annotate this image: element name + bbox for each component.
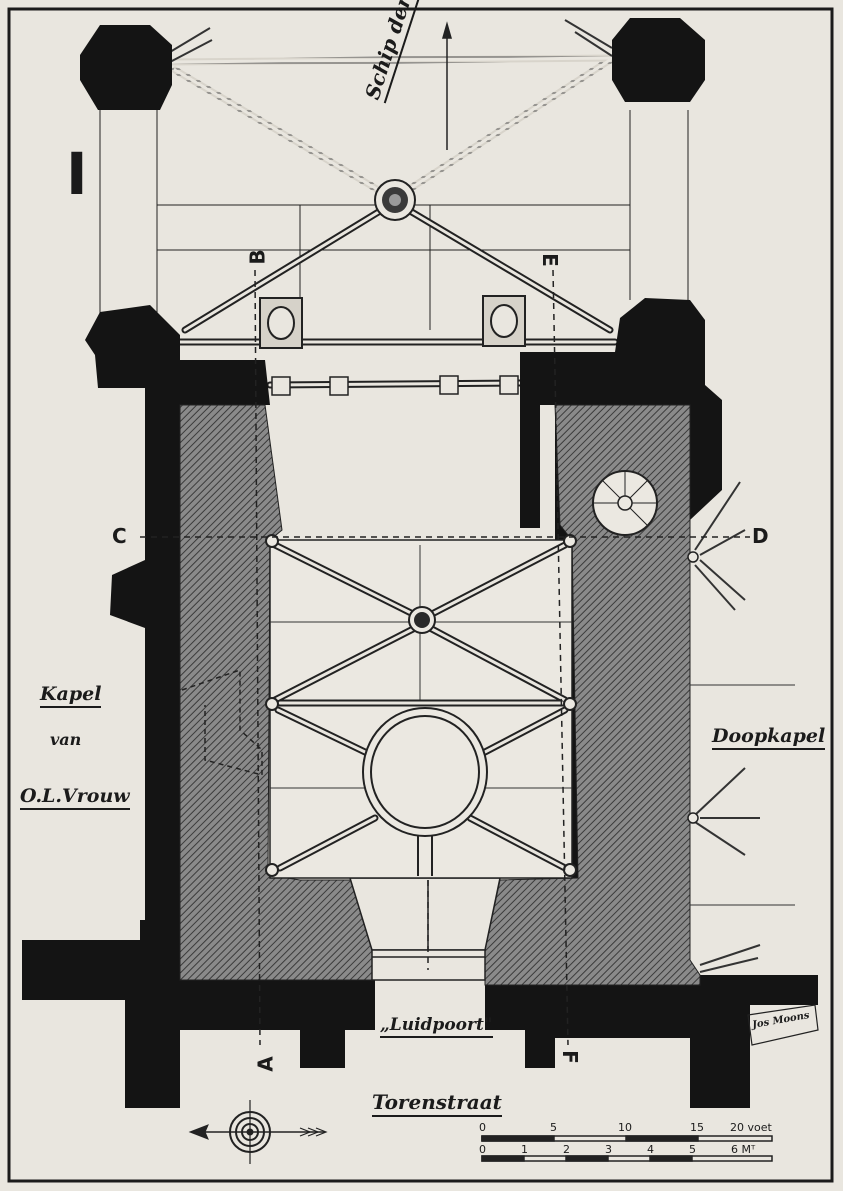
- rib-springers: [265, 534, 577, 877]
- scale-m-5: 5: [689, 1143, 696, 1156]
- section-mark-a: A: [253, 1056, 278, 1072]
- plate-number: I: [66, 140, 88, 208]
- chapel-label-line2: van: [50, 730, 82, 749]
- scale-feet-5: 5: [550, 1121, 557, 1134]
- street-label: Torenstraat: [372, 1090, 502, 1117]
- scale-m-1: 1: [521, 1143, 528, 1156]
- scale-m-2: 2: [563, 1143, 570, 1156]
- section-mark-c: C: [112, 524, 127, 548]
- signature-mark: [747, 1004, 819, 1046]
- section-lines: [140, 269, 750, 1046]
- luidpoort-label: „Luidpoort": [380, 1015, 493, 1038]
- scale-feet-0: 0: [479, 1121, 486, 1134]
- rib-connectors: [271, 375, 519, 396]
- scale-feet-15: 15: [690, 1121, 704, 1134]
- scale-feet-20: 20 voet: [730, 1121, 772, 1134]
- bell-opening: [362, 707, 488, 876]
- scale-bars: [481, 1135, 773, 1162]
- staircase-icon: [592, 470, 658, 536]
- side-rib-stubs: [694, 481, 761, 973]
- outer-frame: [7, 7, 834, 1183]
- scale-m-6: 6 Mᵀ: [731, 1143, 756, 1156]
- scale-m-4: 4: [647, 1143, 654, 1156]
- nave-boss-icon: [374, 179, 416, 221]
- scale-m-3: 3: [605, 1143, 612, 1156]
- chapel-label-line3: O.L.Vrouw: [20, 785, 130, 810]
- section-mark-d: D: [752, 524, 769, 548]
- scale-feet-10: 10: [618, 1121, 632, 1134]
- chapel-label-line1: Kapel: [40, 683, 102, 708]
- section-mark-f: F: [557, 1050, 582, 1064]
- chapel-dashed-outline: [181, 668, 263, 776]
- tower-boss-icon: [408, 606, 436, 634]
- luidpoort-passage: [348, 877, 501, 981]
- section-mark-b: B: [245, 249, 270, 265]
- north-arrow-icon: [188, 1100, 328, 1164]
- section-mark-e: E: [537, 253, 562, 267]
- nave-arrow-icon: [442, 21, 452, 150]
- top-piers: [80, 18, 705, 110]
- scale-m-0: 0: [479, 1143, 486, 1156]
- nave-pier-bases: [259, 295, 526, 349]
- baptistery-label: Doopkapel: [712, 725, 826, 750]
